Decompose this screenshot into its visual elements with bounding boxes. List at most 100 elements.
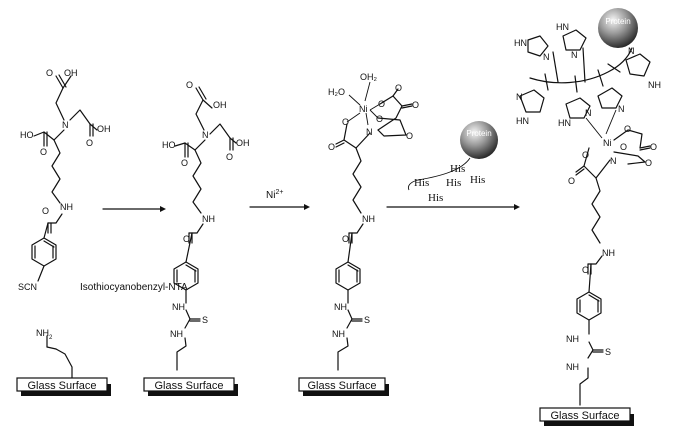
imidazole-ring: HN N — [558, 97, 592, 128]
atom-o: O — [376, 114, 383, 124]
nickel-ion-label: Ni2+ — [266, 189, 283, 201]
atom-o: O — [181, 158, 188, 168]
atom-s: S — [202, 315, 208, 325]
atom-ni: Ni — [603, 138, 612, 148]
atom-nh: NH — [566, 362, 579, 372]
atom-n: N — [366, 127, 373, 137]
atom-nh: NH — [362, 214, 375, 224]
atom-o: O — [650, 142, 657, 152]
atom-o: O — [395, 83, 402, 93]
imidazole-ring: N — [597, 87, 625, 114]
step2-immobilized-nta-structure: OH O N OH O HO O NH O NH S NH — [162, 80, 250, 371]
reaction-arrow-2: Ni2+ — [249, 189, 310, 210]
atom-hn: HN — [516, 116, 529, 126]
glass-surface-3: Glass Surface — [298, 377, 389, 396]
step3-ni-nta-complex-structure: H₂O OH₂ Ni O O O O O N O O NH O NH S NH — [328, 72, 419, 371]
imidazole-ring: N NH — [625, 46, 661, 90]
his-label: His — [470, 174, 485, 186]
atom-n: N — [62, 120, 69, 130]
atom-o: O — [342, 117, 349, 127]
protein-sphere — [598, 8, 638, 48]
atom-ho: HO — [20, 130, 34, 140]
atom-hn: HN — [558, 118, 571, 128]
step1-reagent-structure: OH O N OH O HO O NH O SCN Isothiocyanobe… — [18, 68, 188, 379]
atom-oh: OH — [64, 68, 78, 78]
atom-o: O — [412, 100, 419, 110]
atom-o: O — [40, 147, 47, 157]
reagent-name-label: Isothiocyanobenzyl-NTA — [80, 282, 188, 293]
atom-nh: NH — [332, 329, 345, 339]
atom-o: O — [186, 80, 193, 90]
atom-n: N — [571, 50, 578, 60]
atom-o: O — [86, 138, 93, 148]
his-label: His — [450, 163, 465, 175]
his-tagged-protein: Protein His His His His His — [407, 121, 498, 204]
atom-o: O — [568, 176, 575, 186]
atom-n: N — [202, 130, 209, 140]
atom-h2o: H₂O — [328, 87, 345, 97]
atom-nh: NH — [60, 202, 73, 212]
his-tag-backbone — [529, 47, 633, 84]
glass-surface-4: Glass Surface — [539, 407, 634, 426]
atom-scn: SCN — [18, 282, 37, 292]
glass-surface-2: Glass Surface — [143, 377, 238, 396]
atom-ho: HO — [162, 140, 176, 150]
atom-nh: NH — [648, 80, 661, 90]
atom-nh: NH — [170, 329, 183, 339]
atom-ni: Ni — [359, 104, 368, 114]
atom-oh2: OH₂ — [360, 72, 378, 82]
atom-o: O — [183, 234, 190, 244]
atom-n: N — [610, 156, 617, 166]
his-label: His — [414, 177, 429, 189]
his-tag-chain — [407, 157, 471, 191]
atom-nh: NH — [602, 248, 615, 258]
atom-o: O — [582, 150, 589, 160]
atom-o: O — [620, 142, 627, 152]
atom-s: S — [605, 347, 611, 357]
atom-nh: NH — [202, 214, 215, 224]
atom-o: O — [46, 68, 53, 78]
protein-sphere — [460, 121, 498, 159]
atom-hn: HN — [514, 38, 527, 48]
atom-o: O — [342, 234, 349, 244]
atom-oh: OH — [213, 100, 227, 110]
atom-n: N — [543, 52, 550, 62]
atom-o: O — [378, 99, 385, 109]
atom-oh: OH — [97, 124, 111, 134]
atom-o: O — [406, 131, 413, 141]
glass-surface-label: Glass Surface — [27, 380, 96, 392]
atom-nh: NH — [566, 334, 579, 344]
atom-nh2: NH2 — [36, 328, 53, 341]
atom-s: S — [364, 315, 370, 325]
protein-label: Protein — [605, 17, 630, 26]
atom-nh: NH — [172, 302, 185, 312]
step4-captured-protein-complex: Protein HN N HN N N NH N HN — [514, 8, 661, 406]
atom-hn: HN — [556, 22, 569, 32]
his-label: His — [446, 177, 461, 189]
atom-n: N — [618, 104, 625, 114]
imidazole-ring: N HN — [516, 89, 545, 126]
glass-surface-label: Glass Surface — [307, 380, 376, 392]
atom-n: N — [585, 108, 592, 118]
glass-surface-label: Glass Surface — [154, 380, 223, 392]
glass-surface-1: Glass Surface — [16, 377, 111, 396]
reaction-arrow-1 — [102, 206, 166, 212]
atom-nh: NH — [334, 302, 347, 312]
atom-o: O — [624, 124, 631, 134]
his-label: His — [428, 192, 443, 204]
atom-n: N — [628, 46, 635, 56]
imidazole-ring: HN N — [556, 22, 587, 60]
atom-o: O — [582, 265, 589, 275]
atom-n: N — [516, 92, 523, 102]
protein-label: Protein — [466, 129, 491, 138]
reaction-arrow-3 — [386, 204, 520, 210]
imidazole-ring: HN N — [514, 35, 550, 62]
atom-o: O — [328, 142, 335, 152]
atom-oh: OH — [236, 138, 250, 148]
glass-surface-label: Glass Surface — [550, 410, 619, 422]
atom-o: O — [645, 158, 652, 168]
atom-o: O — [226, 152, 233, 162]
atom-o: O — [42, 206, 49, 216]
